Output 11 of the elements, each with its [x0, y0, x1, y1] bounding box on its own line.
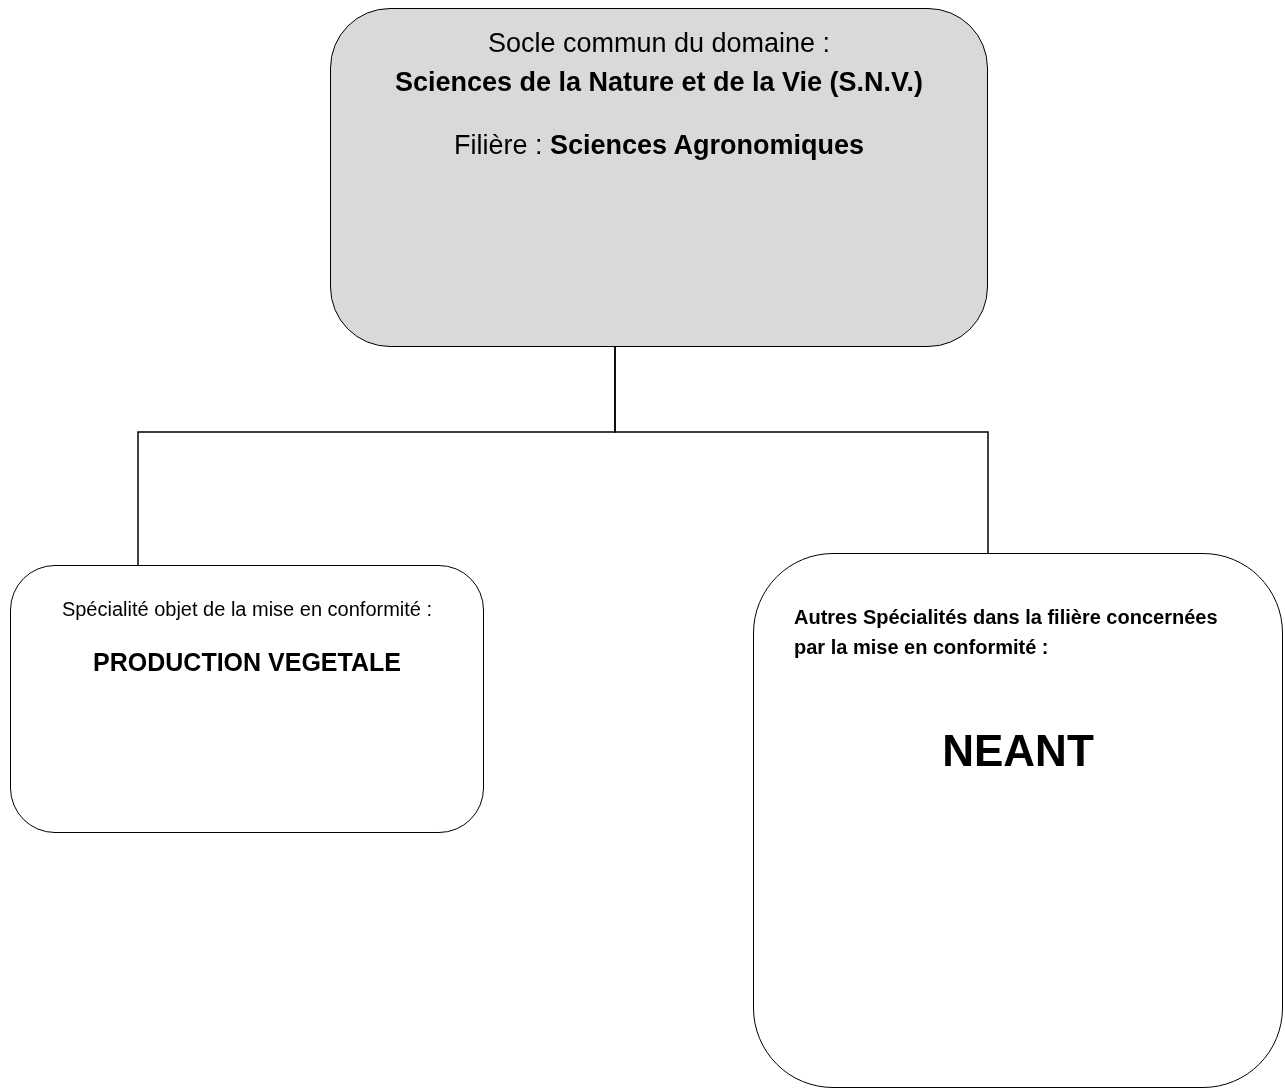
box-heading: Socle commun du domaine : [486, 27, 832, 60]
box-text: PRODUCTION VEGETALE [92, 647, 402, 678]
box-heading: Spécialité objet de la mise en conformité : [60, 597, 434, 622]
box-text: NEANT [941, 725, 1095, 777]
box-text: Sciences de la Nature et de la Vie (S.N.V.) [393, 66, 925, 99]
rounded-box [10, 565, 484, 833]
rounded-box [753, 553, 1283, 1088]
box-text: Filière : Sciences Agronomiques [452, 129, 866, 162]
rounded-box [330, 8, 988, 347]
box-heading: Autres Spécialités dans la filière concernées par la mise en conformité : [794, 605, 1219, 660]
connector-line [614, 346, 989, 554]
